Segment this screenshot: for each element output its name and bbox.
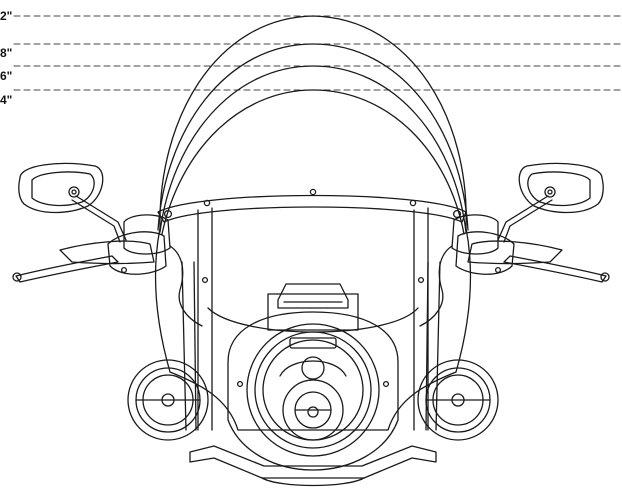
headlight-side-screw-right bbox=[382, 380, 390, 388]
windshield-right-side bbox=[455, 227, 472, 373]
left-lamp-housing bbox=[127, 359, 209, 441]
right-cable bbox=[419, 245, 453, 327]
headlight-top-lamp bbox=[289, 337, 337, 349]
right-lever-body bbox=[467, 240, 563, 265]
right-mirror-pivot bbox=[544, 186, 556, 198]
left-cable bbox=[169, 245, 203, 327]
headlight-projector-outer bbox=[282, 379, 344, 441]
windshield-outline-8 bbox=[157, 43, 469, 231]
windshield-left-side bbox=[154, 227, 171, 373]
fender-arc bbox=[261, 477, 365, 487]
left-housing-screw bbox=[120, 266, 128, 274]
headlight-lens bbox=[262, 339, 364, 441]
right-passing-lamp bbox=[417, 359, 499, 441]
headlight-mount-top bbox=[277, 283, 349, 309]
left-passing-lamp bbox=[127, 359, 209, 441]
left-lever-tip bbox=[12, 272, 22, 282]
windshield-bracket bbox=[157, 188, 467, 431]
height-label-6: 6" bbox=[0, 69, 13, 83]
left-lamp-center bbox=[161, 393, 175, 407]
bracket-end-right bbox=[452, 209, 462, 219]
left-lever bbox=[15, 255, 119, 283]
left-handlebar bbox=[12, 214, 203, 327]
left-switch-housing bbox=[107, 231, 167, 275]
left-mirror bbox=[18, 162, 127, 243]
right-lamp-center bbox=[451, 393, 465, 407]
right-mirror bbox=[497, 162, 604, 243]
headlight-shroud bbox=[227, 311, 399, 471]
bracket-end-left bbox=[163, 209, 173, 219]
bracket-bolt-right bbox=[409, 199, 417, 207]
strut-bolt-right bbox=[417, 276, 425, 284]
left-mirror-glass bbox=[18, 162, 104, 214]
height-label-4: 4" bbox=[0, 93, 13, 107]
right-mirror-stem bbox=[497, 195, 553, 243]
right-handlebar bbox=[419, 214, 610, 327]
windshield-outlines bbox=[154, 15, 472, 373]
bracket-bolt-center bbox=[309, 188, 317, 196]
left-lever-body bbox=[59, 240, 155, 265]
left-clamp bbox=[123, 214, 171, 255]
right-lever bbox=[503, 255, 607, 283]
right-mirror-glass bbox=[518, 162, 604, 214]
windshield-outline-4 bbox=[161, 89, 465, 235]
bracket-bolt-left bbox=[203, 199, 211, 207]
right-mirror-pivot-inner bbox=[547, 189, 553, 195]
right-lever-tip bbox=[600, 272, 610, 282]
headlight-center-dome bbox=[301, 356, 325, 380]
bracket-top-bar bbox=[157, 194, 467, 223]
height-label-2: 2" bbox=[0, 9, 13, 23]
height-reference-lines bbox=[13, 15, 622, 91]
headlight-bezel bbox=[246, 323, 380, 457]
strut-left bbox=[197, 207, 213, 431]
windshield-outline-6 bbox=[159, 65, 467, 233]
right-clamp bbox=[451, 214, 499, 255]
height-label-8: 8" bbox=[0, 46, 13, 60]
headlight-assembly bbox=[227, 283, 399, 471]
headlight-ring bbox=[254, 331, 372, 449]
headlight-projector-ring bbox=[279, 360, 347, 377]
left-mirror-pivot-inner bbox=[71, 189, 77, 195]
headlight-projector-dot bbox=[307, 406, 319, 418]
lower-bracket bbox=[169, 371, 457, 431]
left-mirror-inner bbox=[31, 171, 95, 207]
lower-plate bbox=[189, 445, 437, 479]
right-lamp-housing bbox=[417, 359, 499, 441]
headlight-side-screw-left bbox=[236, 380, 244, 388]
right-mirror-inner bbox=[527, 171, 591, 207]
right-housing-screw bbox=[494, 266, 502, 274]
fork-left bbox=[181, 261, 197, 431]
strut-bolt-left bbox=[201, 276, 209, 284]
windshield-outline-tall bbox=[159, 15, 467, 229]
lower-fender bbox=[189, 445, 437, 487]
fork-tubes bbox=[181, 261, 441, 431]
left-mirror-pivot bbox=[68, 186, 80, 198]
right-switch-housing bbox=[455, 231, 515, 275]
